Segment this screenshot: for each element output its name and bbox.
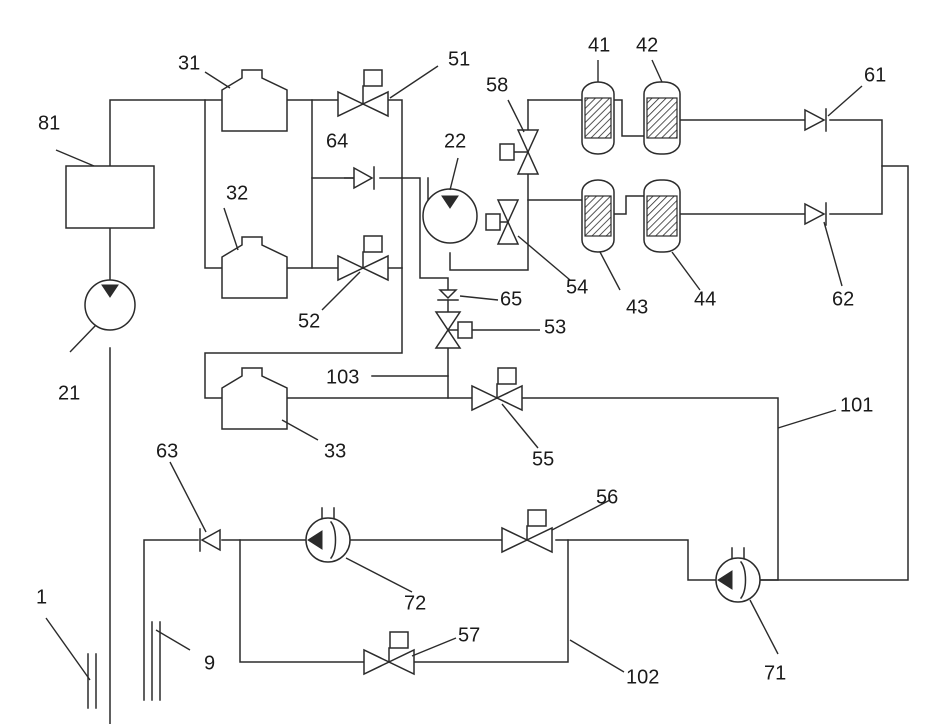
label-33: 33 <box>324 440 346 462</box>
label-56: 56 <box>596 486 618 508</box>
leader-55 <box>502 404 538 448</box>
leader-81 <box>56 150 94 166</box>
label-101: 101 <box>840 394 873 416</box>
pipe-55-to-71 <box>522 398 778 580</box>
pipe-41-to-42 <box>614 100 644 136</box>
valve-58-actuator <box>500 144 514 160</box>
label-51: 51 <box>448 48 470 70</box>
label-63: 63 <box>156 440 178 462</box>
leader-22 <box>450 158 458 190</box>
tank-33 <box>222 368 287 429</box>
leader-51 <box>390 66 438 98</box>
leader-101 <box>778 410 836 428</box>
label-81: 81 <box>38 112 60 134</box>
label-64: 64 <box>326 130 348 152</box>
check-valve-63 <box>202 530 220 550</box>
valve-53-actuator <box>458 322 472 338</box>
leader-54 <box>518 236 570 280</box>
label-65: 65 <box>500 288 522 310</box>
filter-42-media <box>647 98 677 138</box>
tank-32 <box>222 237 287 298</box>
label-32: 32 <box>226 182 248 204</box>
leader-58 <box>508 100 524 132</box>
label-31: 31 <box>178 52 200 74</box>
check-valve-64 <box>354 168 372 188</box>
leader-31 <box>205 72 230 88</box>
label-103: 103 <box>326 366 359 388</box>
leader-72 <box>346 558 412 592</box>
label-71: 71 <box>764 662 786 684</box>
pipe-71-to-56 <box>556 540 718 580</box>
leader-65 <box>460 296 498 300</box>
label-53: 53 <box>544 316 566 338</box>
label-42: 42 <box>636 34 658 56</box>
pipe-57-to-102 <box>414 540 568 662</box>
leader-71 <box>750 600 778 654</box>
pipe-bypass-to-57 <box>240 540 364 662</box>
label-57: 57 <box>458 624 480 646</box>
valves <box>338 70 552 674</box>
valve-57-actuator <box>390 632 408 648</box>
leader-21 <box>70 325 96 352</box>
leader-33 <box>282 420 318 440</box>
label-41: 41 <box>588 34 610 56</box>
label-21: 21 <box>58 382 80 404</box>
pipe-43-to-44 <box>614 196 644 214</box>
leader-32 <box>224 208 238 250</box>
leader-42 <box>652 60 662 82</box>
pipe-manifold-to-32 <box>205 100 222 268</box>
label-44: 44 <box>694 288 716 310</box>
label-54: 54 <box>566 276 588 298</box>
leader-61 <box>828 86 862 116</box>
tank-31 <box>222 70 287 131</box>
box-81 <box>66 166 154 228</box>
leader-44 <box>672 252 700 290</box>
label-72: 72 <box>404 592 426 614</box>
valve-52-actuator <box>364 236 382 252</box>
label-43: 43 <box>626 296 648 318</box>
label-52: 52 <box>298 310 320 332</box>
label-9: 9 <box>204 652 215 674</box>
label-61: 61 <box>864 64 886 86</box>
filter-41-media <box>585 98 611 138</box>
leader-57 <box>412 638 456 656</box>
leader-1 <box>46 618 90 680</box>
leader-62 <box>824 222 842 286</box>
bottom-inlets <box>88 622 160 708</box>
label-62: 62 <box>832 288 854 310</box>
check-valve-65 <box>440 290 456 298</box>
label-1: 1 <box>36 586 47 608</box>
filter-44-media <box>647 196 677 236</box>
valve-51-actuator <box>364 70 382 86</box>
check-valve-62 <box>805 204 824 224</box>
valve-54-actuator <box>486 214 500 230</box>
filter-43-media <box>585 196 611 236</box>
label-102: 102 <box>626 666 659 688</box>
check-valve-61 <box>805 110 824 130</box>
leader-63 <box>170 462 206 532</box>
labels: 1 9 21 22 31 32 33 41 42 43 44 51 52 53 … <box>36 34 886 688</box>
leader-102 <box>570 640 624 672</box>
leader-43 <box>600 252 620 290</box>
label-55: 55 <box>532 448 554 470</box>
filters <box>582 82 680 252</box>
pipe-61-62-join <box>830 120 882 214</box>
leader-9 <box>156 630 190 650</box>
label-58: 58 <box>486 74 508 96</box>
valve-56-actuator <box>528 510 546 526</box>
pipe-return-to-71 <box>758 166 908 580</box>
tanks <box>222 70 287 429</box>
label-22: 22 <box>444 130 466 152</box>
valve-55-actuator <box>498 368 516 384</box>
